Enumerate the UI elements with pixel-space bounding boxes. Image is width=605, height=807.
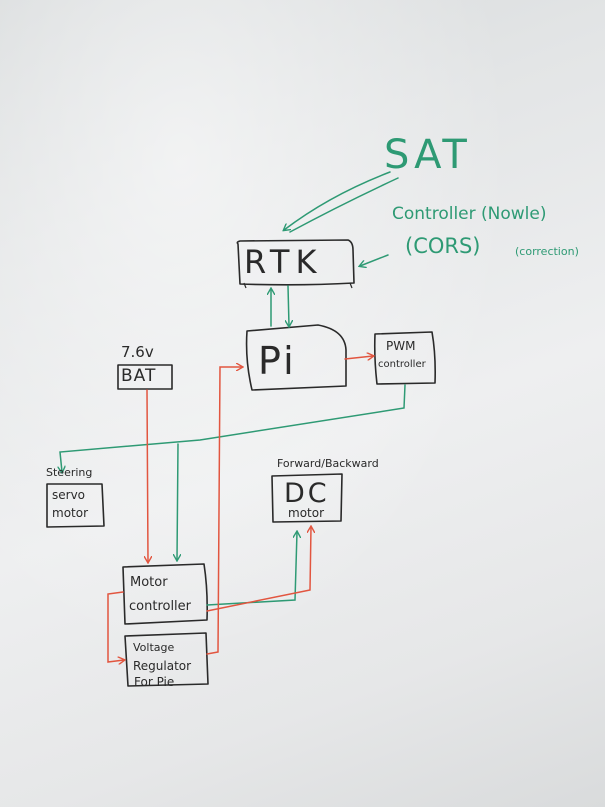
sat-to-rtk-line-2 xyxy=(289,177,399,233)
correction-to-rtk-arrow xyxy=(360,254,389,266)
dc-box xyxy=(271,473,343,523)
pwm-box xyxy=(373,331,436,385)
motor-controller-to-dc-green xyxy=(206,532,297,606)
pwm-output-line xyxy=(60,384,406,472)
bat-box xyxy=(117,364,173,390)
motor-controller-to-dc-red xyxy=(206,527,311,612)
voltage-regulator-label-line2: Regulator xyxy=(133,659,192,673)
correction-source-line2: (CORS) xyxy=(405,234,481,258)
sat-label: SAT xyxy=(384,132,471,178)
pi-box xyxy=(245,324,347,391)
steering-title: Steering xyxy=(46,466,93,479)
rtk-to-pi-arrow xyxy=(288,285,289,326)
voltage-regulator-box xyxy=(124,632,209,687)
sat-to-rtk-line-1 xyxy=(284,171,391,230)
rtk-label: RTK xyxy=(244,243,323,281)
dc-title: Forward/Backward xyxy=(277,457,379,470)
dc-label-line1: DC xyxy=(284,478,330,509)
motor-controller-label-line2: controller xyxy=(129,599,192,614)
motor-controller-to-regulator-line xyxy=(107,591,124,662)
correction-source-line1: Controller (Nowle) xyxy=(392,204,547,224)
rtk-tick-2 xyxy=(349,282,353,289)
bat-label: BAT xyxy=(121,366,157,386)
bat-voltage-label: 7.6v xyxy=(121,343,154,361)
bat-to-motor-controller-line xyxy=(147,389,148,562)
servo-box xyxy=(46,483,105,528)
dc-label-line2: motor xyxy=(288,506,325,520)
motor-controller-box xyxy=(122,563,208,625)
servo-label-line1: servo xyxy=(52,488,86,502)
pwm-label-line1: PWM xyxy=(386,339,416,353)
pi-to-pwm-arrow xyxy=(344,356,373,359)
servo-label-line2: motor xyxy=(52,506,89,520)
voltage-regulator-label-line1: Voltage xyxy=(133,641,175,654)
pwm-to-motor-controller-line xyxy=(177,443,178,560)
pwm-label-line2: controller xyxy=(378,359,426,370)
rtk-tick-1 xyxy=(243,282,247,289)
voltage-regulator-label-line3: For Pie xyxy=(134,675,175,689)
motor-controller-label-line1: Motor xyxy=(130,575,168,590)
pi-label: Pi xyxy=(258,339,297,383)
rtk-box xyxy=(236,239,355,286)
correction-label: (correction) xyxy=(515,245,579,258)
regulator-to-pi-line xyxy=(206,367,242,655)
